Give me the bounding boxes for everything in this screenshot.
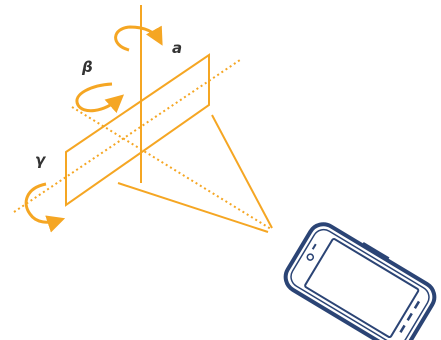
phone-camera (306, 253, 315, 261)
phone-screen (304, 238, 420, 339)
beta-rotation-arrow-icon (75, 82, 125, 114)
phone-button-1 (413, 300, 421, 309)
phone-bezel (290, 228, 430, 340)
smartphone-icon (283, 222, 437, 340)
phone-button-3 (399, 324, 406, 333)
gamma-rotation-arrow-icon (24, 182, 66, 233)
gamma-axis-line (13, 59, 241, 213)
projection-line-top (211, 114, 273, 229)
phone-button-2 (406, 312, 413, 321)
beta-label: β (81, 58, 93, 76)
gamma-label: γ (35, 151, 47, 169)
beta-axis-line (71, 106, 272, 230)
tilted-plane (65, 53, 210, 207)
alpha-rotation-arrow-icon (114, 25, 163, 52)
alpha-label: a (172, 39, 182, 57)
phone-speaker (311, 243, 317, 250)
phone-side-button (362, 241, 390, 261)
projection-line-bottom (117, 182, 269, 233)
